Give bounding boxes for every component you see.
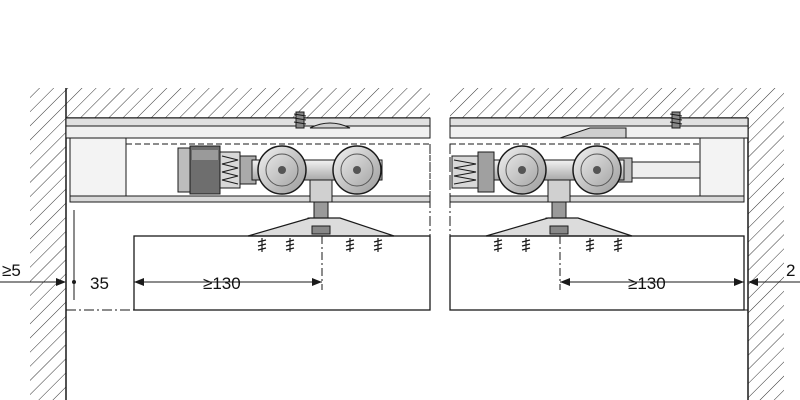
dim-right-clearance: 2 (786, 261, 795, 280)
right-roller-carriage (493, 145, 625, 227)
right-ceiling-screw-icon (559, 111, 683, 139)
dim-left-clearance: ≥5 (2, 261, 21, 280)
dimension-lines (0, 210, 800, 300)
left-track-rail (65, 117, 431, 203)
dim-left-offset: 35 (90, 274, 109, 293)
left-wall-hatching (30, 88, 430, 400)
left-roller-carriage (251, 145, 383, 227)
dim-right-spacing: ≥130 (628, 274, 666, 293)
left-ceiling-screw-icon (293, 111, 351, 129)
left-soft-close-damper (177, 145, 257, 195)
right-door-panel (449, 144, 748, 311)
right-soft-close-damper (451, 151, 701, 193)
left-mounting-plate (247, 217, 395, 252)
right-mounting-plate (485, 217, 633, 252)
right-wall-hatching (450, 88, 784, 400)
dim-left-spacing: ≥130 (203, 274, 241, 293)
left-door-panel (65, 144, 431, 311)
